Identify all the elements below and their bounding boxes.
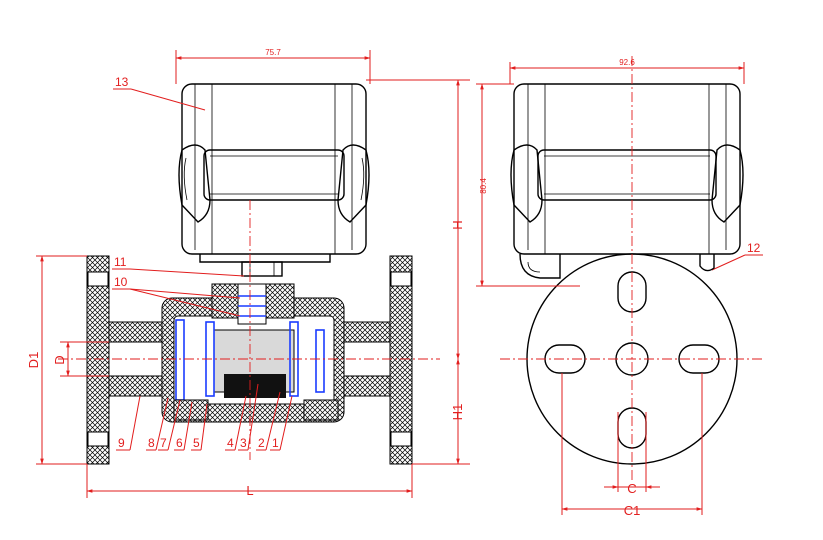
dim-h: H	[450, 220, 465, 229]
part-label-3: 3	[240, 436, 247, 450]
dim-side-height: 80.4	[479, 178, 488, 194]
dim-c1: C1	[624, 503, 641, 518]
part-label-8: 8	[148, 436, 155, 450]
part-label-1: 1	[272, 436, 279, 450]
dim-d: D	[52, 355, 67, 364]
part-label-11: 11	[114, 255, 127, 269]
side-actuator	[510, 83, 744, 279]
part-label-6: 6	[176, 436, 183, 450]
part-label-5: 5	[193, 436, 200, 450]
part-callouts: 13 11 10 12	[112, 75, 763, 317]
front-valve-body	[86, 255, 413, 465]
part-label-12: 12	[747, 241, 761, 255]
dim-h1: H1	[450, 404, 465, 421]
part-label-13: 13	[115, 75, 129, 89]
part-label-10: 10	[114, 275, 128, 289]
front-actuator	[178, 83, 370, 277]
dim-side-width: 92.6	[619, 58, 635, 67]
part-label-4: 4	[227, 436, 234, 450]
front-dimensions: 75.7 H H1 D1 D L	[26, 48, 470, 498]
bottom-part-callouts: 9 8 7 6 5 4 3 2 1	[116, 383, 293, 451]
dim-l: L	[246, 483, 253, 498]
dim-top-width: 75.7	[265, 48, 281, 57]
dim-c: C	[627, 481, 636, 496]
dim-d1: D1	[26, 352, 41, 369]
part-label-7: 7	[160, 436, 167, 450]
part-label-9: 9	[118, 436, 125, 450]
side-dimensions: 92.6 80.4 C C1	[476, 58, 745, 518]
part-label-2: 2	[258, 436, 265, 450]
